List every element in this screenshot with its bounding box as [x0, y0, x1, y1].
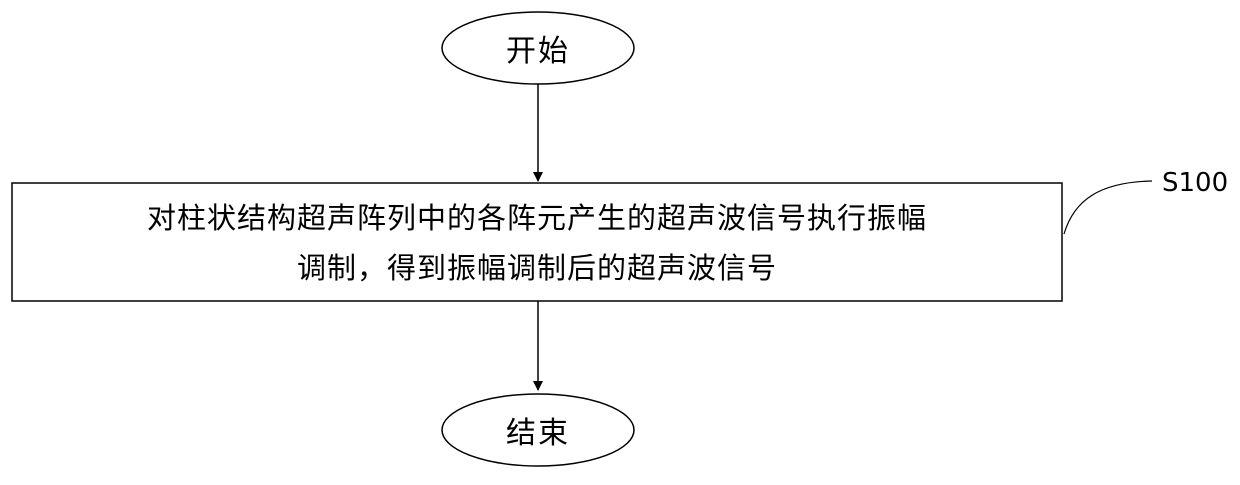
step-number-label: S100: [1162, 168, 1228, 198]
process-step-text: 对柱状结构超声阵列中的各阵元产生的超声波信号执行振幅 调制，得到振幅调制后的超声…: [12, 184, 1062, 302]
process-step-line-2: 调制，得到振幅调制后的超声波信号: [297, 243, 777, 293]
step-label-leader: [1064, 181, 1152, 234]
start-label: 开始: [440, 20, 636, 76]
end-label: 结束: [440, 402, 636, 458]
process-step-line-1: 对柱状结构超声阵列中的各阵元产生的超声波信号执行振幅: [147, 193, 927, 243]
